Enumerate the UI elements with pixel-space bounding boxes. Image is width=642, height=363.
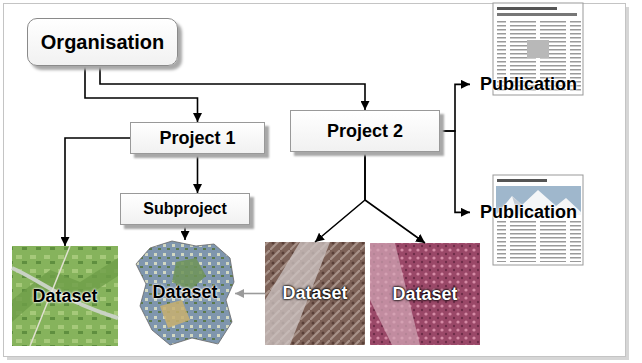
map-image: [136, 241, 234, 345]
connector-arrow: [440, 84, 470, 131]
connector-arrow: [440, 131, 470, 212]
dataset-image: Dataset: [12, 246, 118, 346]
satellite-image: [265, 242, 365, 345]
node-label: Dataset: [32, 286, 97, 307]
organisation-box: Organisation: [27, 18, 178, 66]
dataset-image: Dataset: [370, 243, 480, 345]
connector-arrow: [197, 154, 199, 193]
publication-node: Publication: [470, 2, 630, 97]
node-label: Publication: [480, 202, 577, 223]
connector-arrow: [315, 152, 365, 242]
node-label: Publication: [480, 74, 577, 95]
connector-arrow: [100, 66, 365, 110]
project-box: Project 1: [130, 122, 265, 154]
node-label: Dataset: [392, 284, 457, 305]
node-label: Dataset: [152, 282, 217, 303]
connector-arrow: [365, 152, 425, 243]
publication-node: Publication: [470, 172, 630, 267]
node-label: Organisation: [41, 31, 164, 54]
connector-arrow: [235, 293, 265, 295]
satellite-image: [370, 243, 480, 345]
node-label: Dataset: [282, 283, 347, 304]
dataset-image: Dataset: [135, 240, 235, 345]
dataset-image: Dataset: [265, 242, 365, 345]
node-label: Project 2: [327, 121, 403, 142]
project-box: Project 2: [290, 110, 440, 152]
subproject-box: Subproject: [120, 193, 250, 225]
frame: [4, 4, 626, 357]
connector-arrow: [65, 138, 130, 246]
connector-arrow: [85, 66, 198, 122]
node-label: Subproject: [143, 200, 227, 218]
connector-arrow: [184, 225, 186, 240]
satellite-image: [12, 246, 118, 346]
node-label: Project 1: [159, 128, 235, 149]
